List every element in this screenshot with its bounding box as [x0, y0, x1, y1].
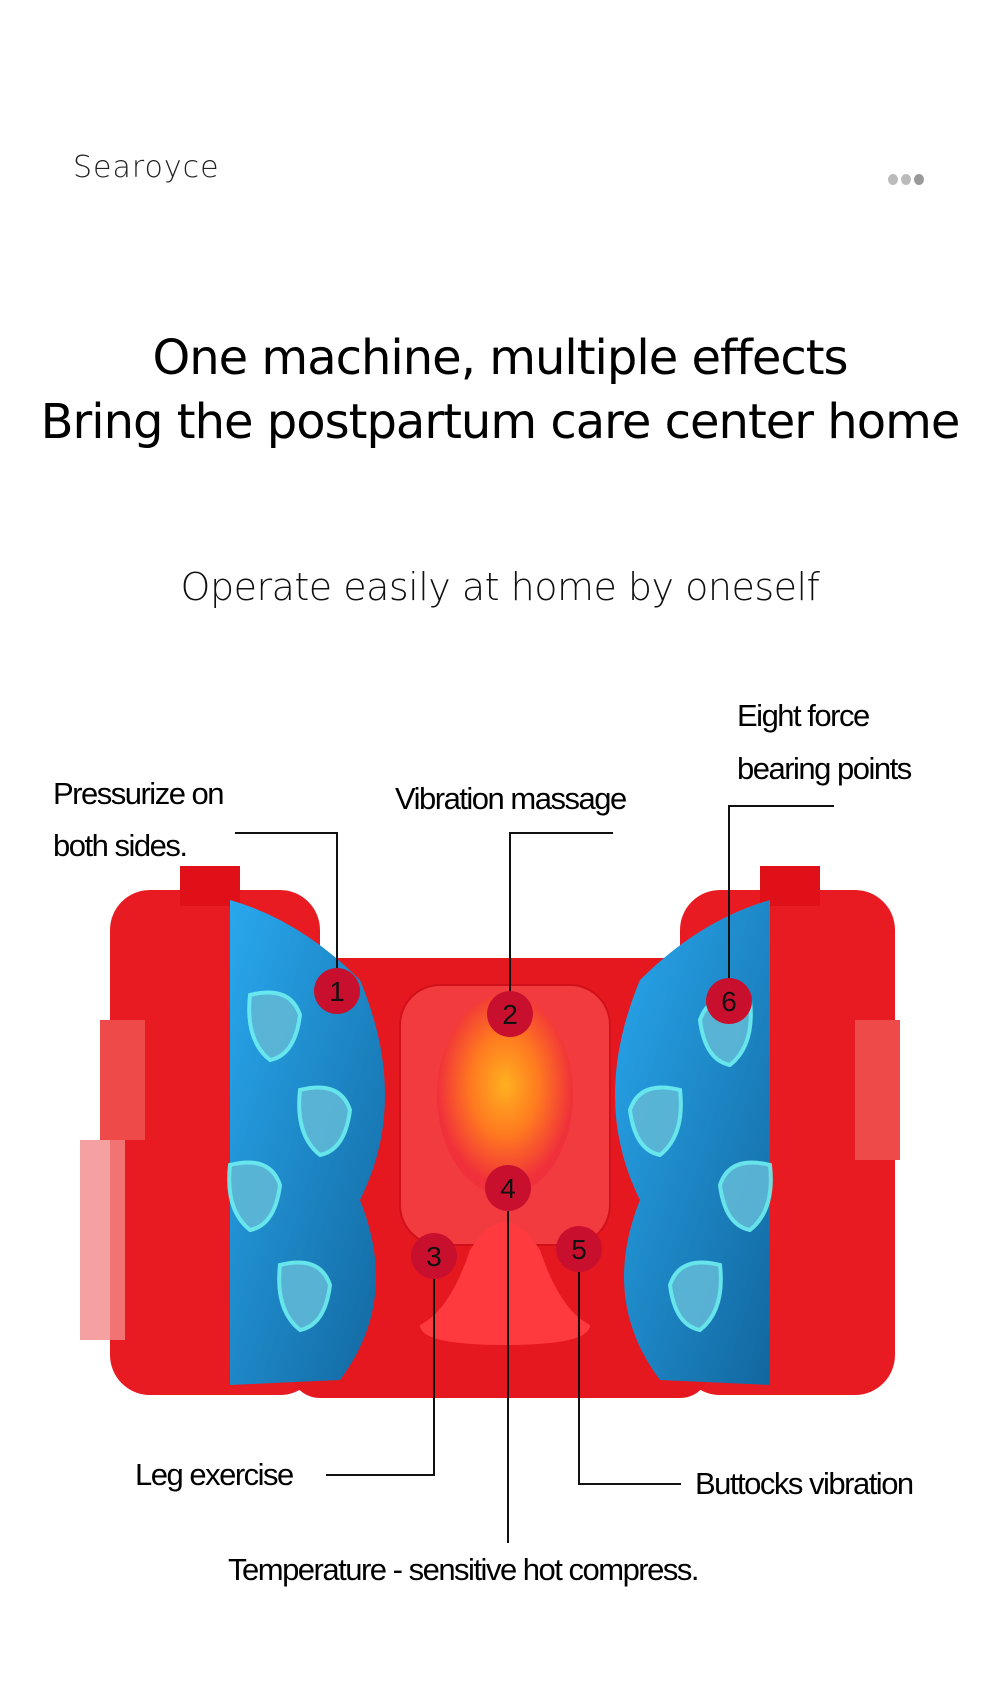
ellipsis-icon[interactable]	[888, 174, 924, 185]
label-pressurize-line2: both sides.	[53, 828, 188, 863]
svg-text:5: 5	[571, 1234, 587, 1265]
label-eight-force-line2: bearing points	[737, 751, 912, 786]
brand-name: Searoyce	[73, 150, 220, 185]
label-eight-force-line1: Eight force	[737, 698, 870, 733]
svg-text:3: 3	[426, 1241, 442, 1272]
marker-5: 5	[556, 1226, 602, 1272]
marker-3: 3	[411, 1233, 457, 1279]
label-buttocks-vibration: Buttocks vibration	[695, 1466, 914, 1501]
label-leg-exercise: Leg exercise	[135, 1457, 294, 1492]
center-knob	[420, 1222, 590, 1345]
headline-line-2: Bring the postpartum care center home	[40, 394, 961, 450]
massager-body	[80, 866, 900, 1398]
headline-line-1: One machine, multiple effects	[152, 330, 848, 386]
marker-6: 6	[706, 978, 752, 1024]
callout-lines	[235, 805, 834, 1543]
marker-1: 1	[314, 968, 360, 1014]
massage-nodes	[227, 990, 773, 1333]
label-vibration-massage: Vibration massage	[395, 781, 627, 816]
svg-text:2: 2	[502, 999, 518, 1030]
label-pressurize-line1: Pressurize on	[53, 776, 225, 811]
heating-zone	[437, 995, 573, 1195]
svg-text:6: 6	[721, 986, 737, 1017]
marker-4: 4	[485, 1165, 531, 1211]
svg-text:4: 4	[500, 1173, 516, 1204]
subtitle: Operate easily at home by oneself	[180, 565, 820, 609]
marker-2: 2	[487, 991, 533, 1037]
callout-markers: 1 2 3 4 5 6	[314, 968, 752, 1279]
svg-text:1: 1	[329, 976, 345, 1007]
label-hot-compress: Temperature - sensitive hot compress.	[228, 1552, 700, 1587]
